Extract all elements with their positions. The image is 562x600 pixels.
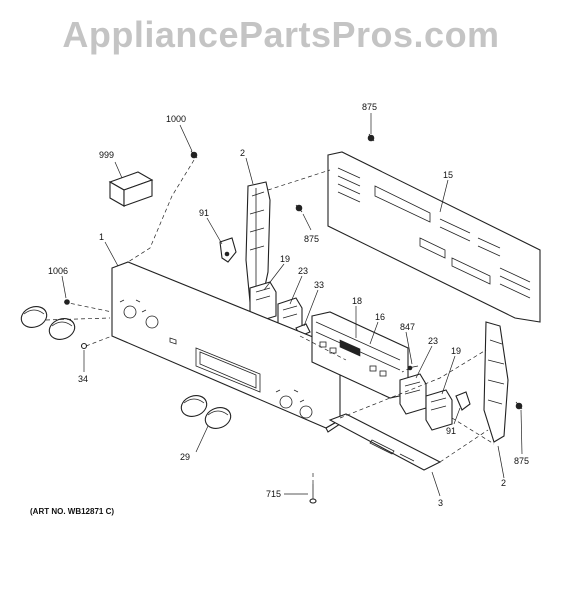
- callout-2-left: 2: [240, 148, 245, 158]
- end-cap-bracket-2-left[interactable]: [245, 181, 271, 303]
- callout-19-left: 19: [280, 254, 290, 264]
- callout-3: 3: [438, 498, 443, 508]
- callout-91-right: 91: [446, 426, 456, 436]
- callout-33: 33: [314, 280, 324, 290]
- callout-19-right: 19: [451, 346, 461, 356]
- knob-left-lower[interactable]: [46, 315, 77, 343]
- dashed-guide-lines: [45, 159, 495, 484]
- knob-graphic-right-pair: [275, 389, 313, 419]
- callout-34: 34: [78, 374, 88, 384]
- screw-1000[interactable]: [190, 150, 198, 159]
- end-cap-bracket-2-right[interactable]: [483, 321, 509, 443]
- pin-34[interactable]: [80, 342, 88, 350]
- rear-shield-panel-15[interactable]: [327, 151, 541, 323]
- callout-15: 15: [443, 170, 453, 180]
- callout-1006: 1006: [48, 266, 68, 276]
- callout-875-top: 875: [362, 102, 377, 112]
- trim-strip-3[interactable]: [328, 413, 442, 471]
- callout-18: 18: [352, 296, 362, 306]
- callout-847: 847: [400, 322, 415, 332]
- callout-16: 16: [375, 312, 385, 322]
- callout-leaders: [61, 113, 523, 497]
- callout-23-left: 23: [298, 266, 308, 276]
- infinite-switch-23-right[interactable]: [399, 373, 427, 415]
- clip-91-right[interactable]: [455, 391, 471, 411]
- infinite-switch-19-right[interactable]: [425, 389, 453, 431]
- knob-graphic-left-pair: [119, 299, 159, 329]
- clip-91-left[interactable]: [219, 237, 237, 263]
- callout-91-left: 91: [199, 208, 209, 218]
- control-panel-1[interactable]: [111, 261, 341, 433]
- knob-29-lower[interactable]: [202, 404, 233, 432]
- callout-29: 29: [180, 452, 190, 462]
- callout-999: 999: [99, 150, 114, 160]
- callout-875-middle: 875: [304, 234, 319, 244]
- art-number: (ART NO. WB12871 C): [30, 507, 114, 516]
- callout-labels: 875 15 1000 999 2 91 875 1 1006 19 23 33…: [30, 102, 529, 516]
- callout-715: 715: [266, 489, 281, 499]
- callout-23-right: 23: [428, 336, 438, 346]
- callout-1: 1: [99, 232, 104, 242]
- callout-2-right: 2: [501, 478, 506, 488]
- screw-875-middle[interactable]: [295, 204, 303, 213]
- knob-29-upper[interactable]: [178, 392, 209, 420]
- screw-875-right[interactable]: [515, 401, 523, 410]
- callout-875-right: 875: [514, 456, 529, 466]
- wire-harness-box-999[interactable]: [108, 171, 154, 207]
- screw-875-top[interactable]: [367, 133, 375, 142]
- electronic-control-16[interactable]: [311, 311, 409, 399]
- screw-715[interactable]: [309, 484, 317, 504]
- knob-left-upper[interactable]: [18, 303, 49, 331]
- screw-847[interactable]: [407, 365, 419, 371]
- watermark: AppliancePartsPros.com: [62, 14, 500, 55]
- callout-1000: 1000: [166, 114, 186, 124]
